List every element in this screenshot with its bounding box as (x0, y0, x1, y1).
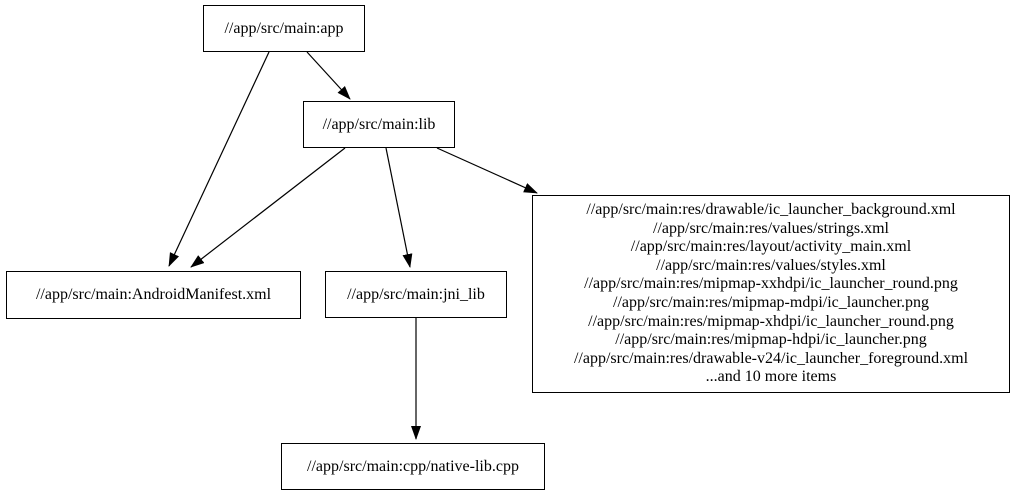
edge-app-to-manifest (168, 51, 270, 267)
node-android-manifest: //app/src/main:AndroidManifest.xml (6, 271, 301, 319)
resource-item: //app/src/main:res/layout/activity_main.… (630, 238, 912, 256)
resource-item: //app/src/main:res/mipmap-hdpi/ic_launch… (615, 331, 927, 349)
node-lib-label: //app/src/main:lib (322, 115, 436, 133)
node-app-label: //app/src/main:app (224, 19, 344, 37)
resource-item: //app/src/main:res/drawable/ic_launcher_… (586, 201, 956, 219)
resource-item: //app/src/main:res/mipmap-mdpi/ic_launch… (613, 294, 929, 311)
resource-more-items: ...and 10 more items (705, 368, 837, 386)
node-resources: //app/src/main:res/drawable/ic_launcher_… (532, 195, 1010, 393)
resource-item: //app/src/main:res/values/strings.xml (653, 219, 889, 237)
edge-lib-to-manifest (190, 147, 346, 268)
edge-app-to-lib (306, 51, 351, 100)
resource-item: //app/src/main:res/values/styles.xml (656, 256, 886, 274)
resource-item: //app/src/main:res/drawable-v24/ic_launc… (573, 349, 969, 367)
resource-item: //app/src/main:res/mipmap-xhdpi/ic_launc… (588, 312, 954, 330)
node-native-lib-cpp: //app/src/main:cpp/native-lib.cpp (281, 443, 545, 490)
node-jni-lib: //app/src/main:jni_lib (325, 271, 507, 318)
resource-item: //app/src/main:res/mipmap-xxhdpi/ic_laun… (584, 275, 958, 293)
edge-lib-to-jni-lib (385, 147, 413, 268)
node-lib: //app/src/main:lib (303, 101, 455, 148)
node-app: //app/src/main:app (203, 5, 365, 52)
node-jni-lib-label: //app/src/main:jni_lib (347, 285, 485, 303)
edge-lib-to-resources (436, 147, 538, 194)
node-native-lib-cpp-label: //app/src/main:cpp/native-lib.cpp (307, 457, 519, 475)
node-android-manifest-label: //app/src/main:AndroidManifest.xml (35, 286, 272, 303)
